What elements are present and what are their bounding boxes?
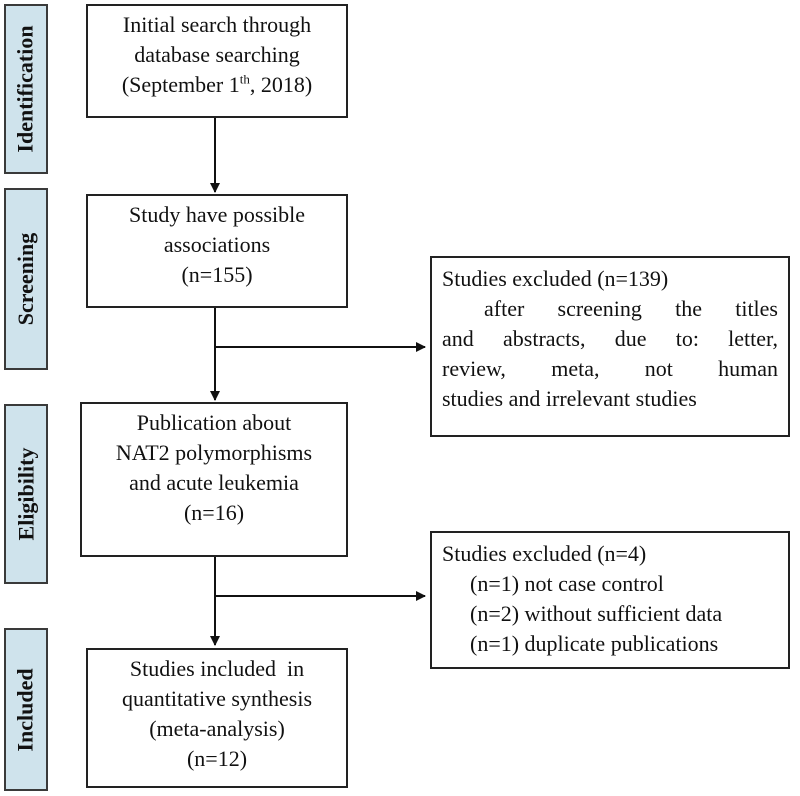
eligibility-line3: and acute leukemia: [129, 469, 299, 495]
initial-search-box: Initial search through database searchin…: [86, 4, 348, 118]
excluded-fulltext-item3: (n=1) duplicate publications: [470, 630, 719, 656]
included-box: Studies included in quantitative synthes…: [86, 648, 348, 788]
included-line4: (n=12): [186, 745, 248, 771]
included-line1: Studies included in: [129, 656, 305, 681]
initial-search-line1: Initial search through: [122, 12, 312, 37]
stage-identification: Identification: [4, 4, 48, 174]
initial-search-line3: (September 1th, 2018): [121, 71, 313, 97]
excluded-records-title: Studies excluded (n=139): [442, 266, 669, 291]
stage-included: Included: [4, 628, 48, 791]
excluded-fulltext-title: Studies excluded (n=4): [442, 541, 647, 566]
screening-line1: Study have possible: [129, 202, 305, 227]
included-line3: (meta-analysis): [149, 715, 285, 741]
excluded-records-line2: and abstracts, due to: letter,: [442, 325, 778, 351]
excluded-fulltext-item2: (n=2) without sufficient data: [470, 600, 723, 626]
excluded-records-line3: review, meta, not human: [442, 355, 778, 381]
excluded-fulltext-item1: (n=1) not case control: [470, 570, 664, 596]
excluded-records-box: Studies excluded (n=139) after screening…: [430, 256, 790, 437]
excluded-fulltext-box: Studies excluded (n=4) (n=1) not case co…: [430, 531, 790, 669]
eligibility-line4: (n=16): [183, 499, 245, 525]
stage-eligibility: Eligibility: [4, 404, 48, 584]
included-line2: quantitative synthesis: [121, 685, 313, 711]
screening-box: Study have possible associations (n=155): [86, 194, 348, 308]
eligibility-box: Publication about NAT2 polymorphisms and…: [80, 402, 348, 557]
stage-screening: Screening: [4, 188, 48, 370]
excluded-records-line4: studies and irrelevant studies: [442, 385, 697, 411]
screening-line2: associations: [163, 231, 271, 257]
initial-search-line2: database searching: [134, 41, 300, 67]
screening-line3: (n=155): [181, 261, 253, 287]
excluded-records-line1: after screening the titles: [484, 295, 778, 321]
eligibility-line1: Publication about: [136, 410, 292, 435]
eligibility-line2: NAT2 polymorphisms: [115, 439, 313, 465]
